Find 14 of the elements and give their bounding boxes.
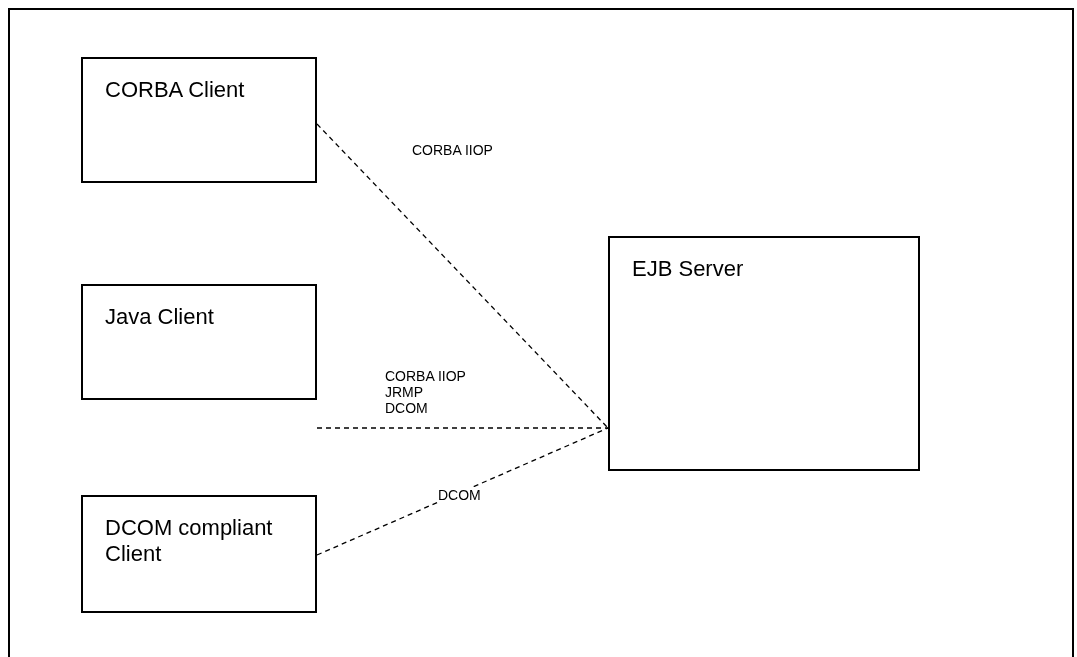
dashed-connector [316, 427, 609, 429]
process-box [81, 57, 317, 183]
box-label: Java Client [105, 304, 214, 330]
edge-label: CORBA IIOP [412, 142, 493, 158]
process-box [81, 495, 317, 613]
edge-label: DCOM [438, 487, 481, 503]
process-box [81, 284, 317, 400]
box-label: CORBA Client [105, 77, 245, 103]
box-label: EJB Server [632, 256, 744, 282]
edge-label: CORBA IIOP JRMP DCOM [385, 368, 468, 416]
dashed-connector [316, 123, 609, 429]
dashed-connector [316, 427, 609, 556]
process-box [608, 236, 920, 471]
box-label: DCOM compliant Client [105, 515, 274, 567]
